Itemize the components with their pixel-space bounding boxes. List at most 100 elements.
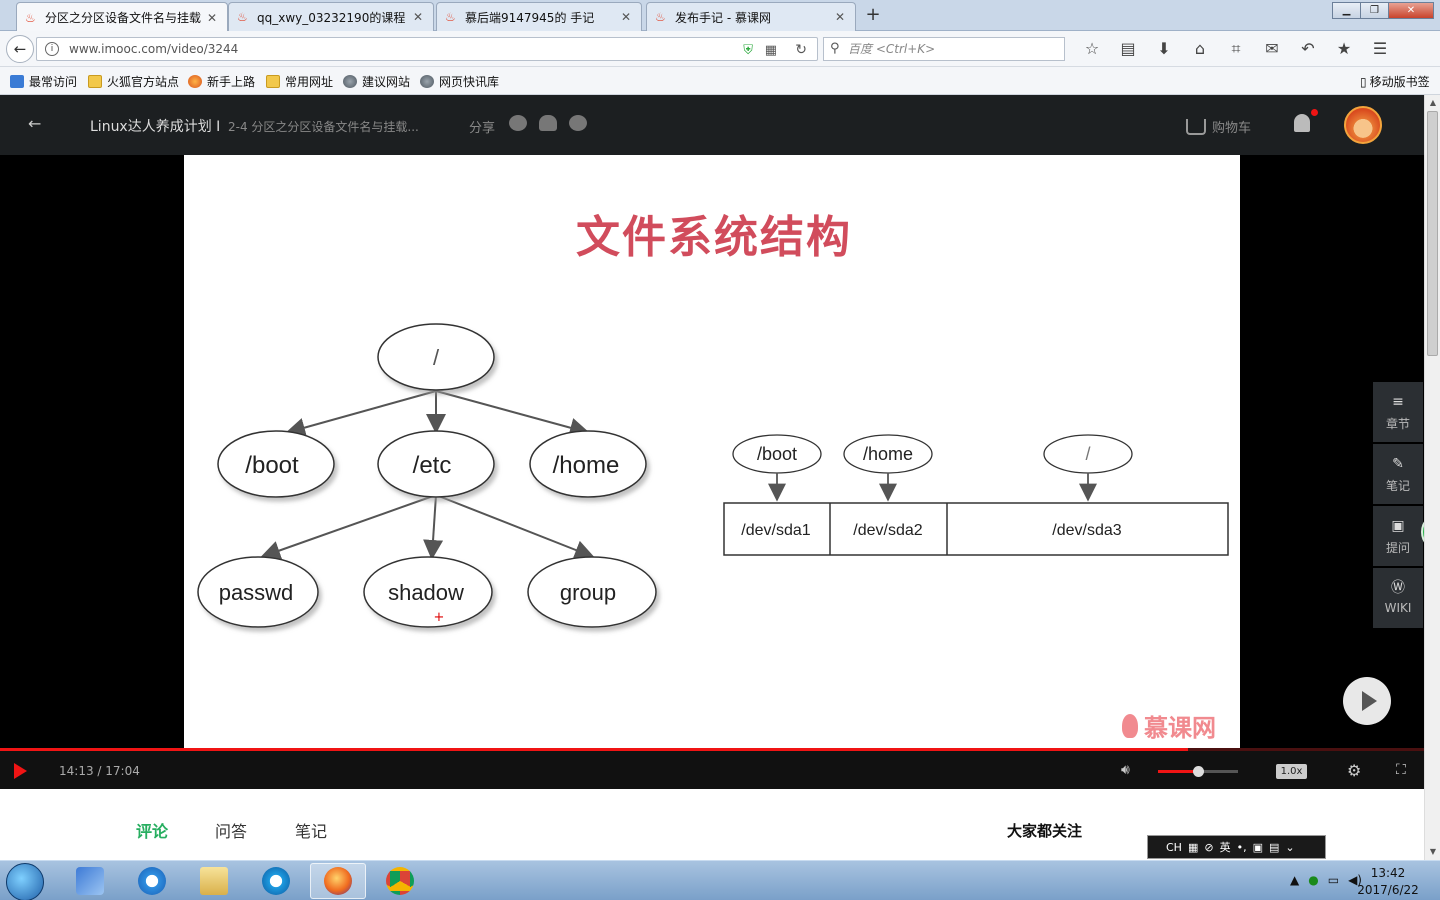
mount-home: /home xyxy=(843,434,933,502)
device-label: /dev/sda2 xyxy=(853,522,922,539)
tab-notes[interactable]: 笔记 xyxy=(295,822,328,841)
taskbar-app-chrome[interactable] xyxy=(372,863,428,899)
bookmark-most-visited[interactable]: 最常访问 xyxy=(10,73,77,90)
close-tab-icon[interactable]: ✕ xyxy=(834,10,846,24)
side-item-chapters[interactable]: ≡ 章节 xyxy=(1373,382,1423,442)
punctuation-icon[interactable]: •, xyxy=(1236,840,1247,854)
pencil-icon: ✎ xyxy=(1392,456,1404,472)
extension-icon[interactable]: ★ xyxy=(1336,39,1352,58)
tab-2[interactable]: ♨ 慕后端9147945的 手记 ✕ xyxy=(436,2,642,31)
tools-icon[interactable]: ▤ xyxy=(1268,840,1280,854)
bell-icon[interactable] xyxy=(1294,114,1310,132)
ime-toolbar[interactable]: CH ▦ ⊘ 英 •, ▣ ▤ ⌄ xyxy=(1147,835,1326,859)
taskbar-app-explorer[interactable] xyxy=(186,863,242,899)
bookmark-label: 常用网址 xyxy=(285,75,334,89)
reload-icon[interactable]: ↻ xyxy=(795,42,807,58)
play-button[interactable] xyxy=(14,763,27,779)
tab-1[interactable]: ♨ qq_xwy_03232190的课程 ✕ xyxy=(228,2,434,31)
star-icon[interactable]: ☆ xyxy=(1084,39,1100,58)
screenshot-icon[interactable]: ⌗ xyxy=(1231,39,1241,58)
tab-0[interactable]: ♨ 分区之分区设备文件名与挂载 ✕ xyxy=(16,2,228,32)
softkey-icon[interactable]: ▣ xyxy=(1252,840,1263,854)
node-label: shadow xyxy=(388,580,464,605)
search-input[interactable]: ⚲ 百度 <Ctrl+K> xyxy=(823,37,1065,61)
node-label: group xyxy=(560,580,616,605)
scroll-down-icon[interactable]: ▼ xyxy=(1429,847,1437,856)
taskbar-app-control-panel[interactable] xyxy=(62,863,118,899)
chat-icon[interactable]: ✉ xyxy=(1265,39,1279,58)
taskbar-app-firefox[interactable] xyxy=(310,863,366,899)
close-tab-icon[interactable]: ✕ xyxy=(412,10,424,24)
page-scrollbar[interactable]: ▲ ▼ xyxy=(1424,95,1440,860)
close-tab-icon[interactable]: ✕ xyxy=(206,10,218,25)
player-controls: 14:13 / 17:04 🔊︎ 1.0x ⚙ ⛶ xyxy=(0,751,1424,789)
tab-comments[interactable]: 评论 xyxy=(136,822,169,841)
scroll-up-icon[interactable]: ▲ xyxy=(1429,98,1437,107)
ime-mode[interactable]: 英 xyxy=(1219,841,1231,854)
side-item-notes[interactable]: ✎ 笔记 xyxy=(1373,444,1423,504)
volume-slider[interactable] xyxy=(1158,766,1238,777)
shield-icon[interactable]: ⛨ xyxy=(743,43,753,58)
side-item-label: 章节 xyxy=(1385,417,1410,431)
new-tab-button[interactable]: + xyxy=(865,4,881,25)
wechat-icon[interactable] xyxy=(509,115,527,131)
qq-icon[interactable] xyxy=(539,115,557,131)
bookmark-mobile[interactable]: ▯移动版书签 xyxy=(1360,73,1430,90)
fullscreen-icon[interactable]: ⛶ xyxy=(1396,762,1406,778)
download-icon[interactable]: ⬇ xyxy=(1157,39,1171,58)
weibo-icon[interactable] xyxy=(569,115,587,131)
folder-icon xyxy=(200,867,228,895)
ime-lang[interactable]: CH xyxy=(1166,840,1182,854)
side-item-wiki[interactable]: Ⓦ WIKI xyxy=(1373,568,1423,628)
bookmark-getting-started[interactable]: 新手上路 xyxy=(188,73,255,90)
speaker-icon[interactable]: ◀) xyxy=(1348,873,1362,887)
back-arrow-icon[interactable]: ← xyxy=(28,114,42,133)
clock[interactable]: 13:42 2017/6/22 xyxy=(1352,865,1424,899)
minimize-button[interactable]: ▁ xyxy=(1332,2,1361,19)
course-title[interactable]: Linux达人养成计划 I xyxy=(90,119,221,135)
notification-dot xyxy=(1311,109,1318,116)
ime-menu-icon[interactable]: ⌄ xyxy=(1285,840,1295,854)
tray-app-icon[interactable]: ● xyxy=(1308,873,1319,887)
block-icon[interactable]: ⊘ xyxy=(1204,840,1214,854)
bookmark-common-sites[interactable]: 常用网址 xyxy=(266,73,333,90)
qr-code-icon[interactable]: ▦ xyxy=(764,43,777,58)
scroll-thumb[interactable] xyxy=(1427,111,1438,356)
node-root: / xyxy=(377,323,495,391)
tab-3[interactable]: ♨ 发布手记 - 慕课网 ✕ xyxy=(646,2,856,31)
info-icon[interactable]: i xyxy=(45,42,59,56)
tab-qa[interactable]: 问答 xyxy=(215,822,248,841)
side-item-questions[interactable]: ▣ 提问 xyxy=(1373,506,1423,566)
restore-button[interactable]: ❐ xyxy=(1360,2,1389,19)
cart-link[interactable]: 购物车 xyxy=(1186,117,1251,136)
speed-button[interactable]: 1.0x xyxy=(1276,764,1307,779)
reading-list-icon[interactable]: ▤ xyxy=(1120,39,1136,58)
big-play-button[interactable] xyxy=(1343,677,1391,725)
address-bar[interactable]: i www.imooc.com/video/3244 ⛨ ▦ ↻ xyxy=(36,37,818,61)
network-icon[interactable]: ▭ xyxy=(1327,873,1340,887)
back-button[interactable]: ← xyxy=(6,35,34,63)
video-player[interactable]: 文件系统结构 xyxy=(0,155,1424,749)
side-item-label: 笔记 xyxy=(1385,479,1410,493)
volume-icon[interactable]: 🔊︎ xyxy=(1121,762,1130,778)
bookmark-web-slices[interactable]: 网页快讯库 xyxy=(420,73,499,90)
gear-icon[interactable]: ⚙ xyxy=(1347,761,1362,780)
mount-label: /boot xyxy=(757,444,797,464)
bookmark-label: 火狐官方站点 xyxy=(107,75,180,89)
volume-knob[interactable] xyxy=(1193,766,1204,777)
close-window-button[interactable]: ✕ xyxy=(1388,2,1434,19)
start-button[interactable] xyxy=(6,863,44,900)
bookmark-firefox-site[interactable]: 火狐官方站点 xyxy=(88,73,179,90)
taskbar-app-ie[interactable] xyxy=(124,863,180,899)
edge-root-boot xyxy=(285,390,437,438)
tray-expand-icon[interactable]: ▲ xyxy=(1290,873,1300,887)
bookmark-suggested-sites[interactable]: 建议网站 xyxy=(343,73,410,90)
keyboard-icon[interactable]: ▦ xyxy=(1187,840,1199,854)
close-tab-icon[interactable]: ✕ xyxy=(620,10,632,24)
taskbar-app-browser[interactable] xyxy=(248,863,304,899)
progress-bar[interactable] xyxy=(0,748,1424,751)
undo-icon[interactable]: ↶ xyxy=(1301,39,1315,58)
menu-icon[interactable]: ☰ xyxy=(1372,39,1388,58)
avatar[interactable] xyxy=(1344,106,1382,144)
home-icon[interactable]: ⌂ xyxy=(1194,39,1206,58)
